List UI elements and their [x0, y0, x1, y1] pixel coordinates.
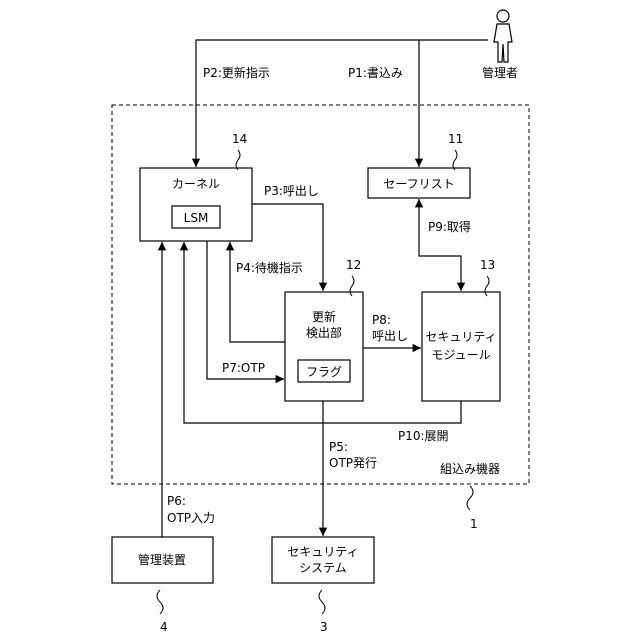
safelist-ref-squiggle	[453, 150, 457, 170]
management-device-label: 管理装置	[138, 552, 186, 567]
p5-label-line2: OTP発行	[329, 456, 377, 470]
p5-label-line1: P5:	[329, 440, 348, 454]
security-system-box	[272, 537, 374, 583]
lsm-label: LSM	[184, 211, 209, 225]
p1-label: P1:書込み	[348, 66, 403, 80]
security-system-ref-squiggle	[319, 590, 325, 614]
security-system-label-line1: セキュリティ	[287, 545, 358, 559]
kernel-label: カーネル	[172, 177, 220, 191]
safelist-label: セーフリスト	[383, 177, 454, 191]
security-module-ref: 13	[480, 258, 495, 272]
p8-label-line1: P8:	[372, 313, 391, 327]
embedded-device-ref-squiggle	[467, 486, 473, 510]
p2-label: P2:更新指示	[203, 65, 270, 80]
flag-label: フラグ	[306, 365, 342, 379]
embedded-device-ref: 1	[470, 517, 478, 531]
update-detector-label-line1: 更新	[312, 309, 336, 324]
p8-label-line2: 呼出し	[372, 329, 408, 343]
management-device-ref: 4	[160, 620, 168, 634]
update-detector-ref: 12	[346, 258, 361, 272]
p2-arrow	[196, 40, 488, 167]
p9-label: P9:取得	[428, 219, 471, 234]
management-device-ref-squiggle	[157, 590, 163, 614]
update-detector-box	[285, 292, 363, 401]
kernel-ref-squiggle	[236, 150, 240, 170]
p4-label: P4:待機指示	[236, 260, 303, 275]
security-system-ref: 3	[320, 620, 328, 634]
security-module-label-line2: モジュール	[431, 348, 490, 362]
p3-arrow	[252, 204, 323, 291]
embedded-device-label: 組込み機器	[440, 461, 500, 476]
security-module-label-line1: セキュリティ	[425, 330, 496, 344]
p4-arrow	[230, 242, 285, 342]
security-system-label-line2: システム	[299, 561, 347, 575]
security-module-box	[422, 292, 500, 401]
administrator-figure-icon	[494, 10, 512, 62]
p7-label: P7:OTP	[222, 361, 265, 375]
p6-label-line2: OTP入力	[167, 511, 215, 525]
p9-arrow	[419, 199, 461, 291]
p3-label: P3:呼出し	[264, 184, 319, 198]
safelist-ref: 11	[448, 132, 463, 146]
p10-label: P10:展開	[398, 429, 449, 443]
kernel-ref: 14	[232, 132, 247, 146]
update-detector-label-line2: 検出部	[306, 325, 342, 340]
administrator-label: 管理者	[482, 65, 518, 80]
p6-label-line1: P6:	[167, 494, 186, 508]
